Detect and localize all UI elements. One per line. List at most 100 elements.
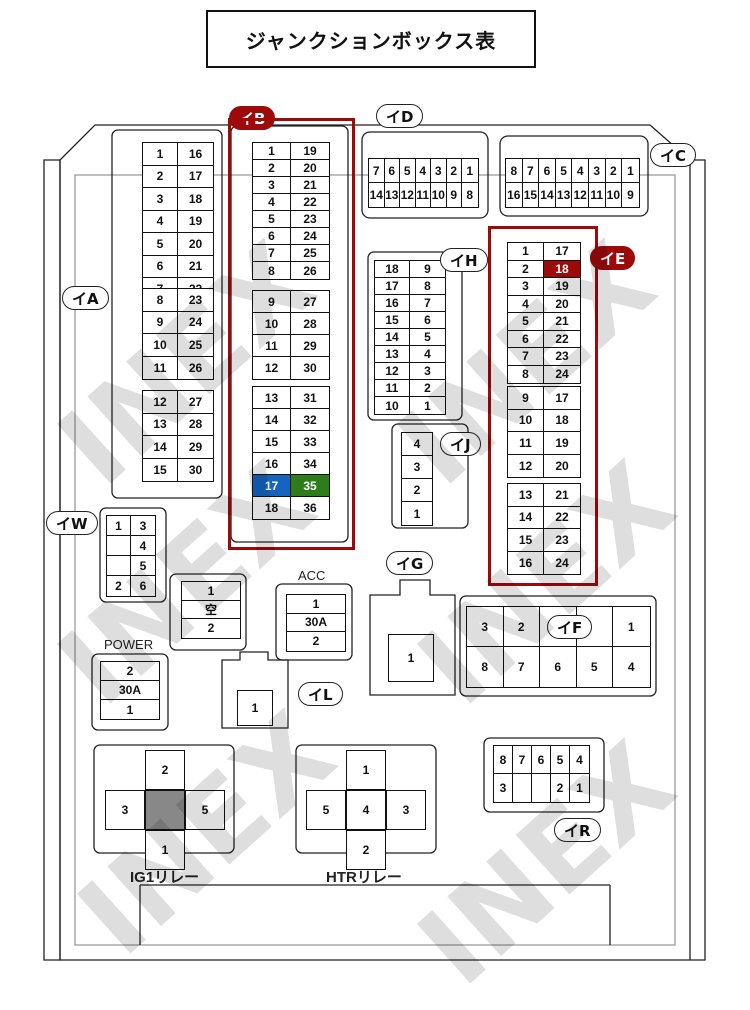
pin-cell: 19 [178, 211, 213, 233]
pin-cell: 11 [416, 183, 431, 207]
htr-relay-pin-left: 5 [306, 790, 346, 830]
pin-cell: 20 [178, 233, 213, 256]
pin-cell: 11 [508, 432, 544, 455]
pin-cell: 1 [413, 506, 421, 521]
pin-cell: 1 [462, 159, 478, 183]
pin-cell: 8 [466, 188, 474, 202]
pin-cell: 15 [523, 183, 540, 207]
pin-cell: 36 [303, 501, 317, 515]
ig1-relay-pin-center [145, 790, 185, 830]
pin-cell: 19 [291, 143, 329, 160]
pin-cell: 1 [613, 607, 650, 647]
pin-cell: 11 [375, 380, 410, 397]
pin-cell: 4 [143, 210, 178, 233]
pin-cell: 18 [544, 410, 580, 432]
pin-cell: 2 [207, 621, 215, 636]
pin-cell: 14 [375, 329, 410, 346]
pin-cell: 1 [143, 143, 178, 166]
connector-il: 1 [237, 690, 273, 726]
pin-cell: 16 [508, 551, 544, 574]
pin-cell: 16 [178, 143, 213, 166]
connector-ia-group: 116217318419520621722 [142, 142, 214, 302]
pin-cell: 21 [291, 177, 329, 194]
pin-cell: 20 [555, 458, 569, 473]
connector-label-if: イF [547, 615, 593, 639]
pin-cell: 23 [544, 529, 580, 552]
pin-cell: 14 [539, 183, 556, 207]
pin-cell: 2 [503, 607, 540, 647]
pin-cell: 13 [385, 183, 400, 207]
pin-cell: 3 [131, 516, 155, 536]
pin-cell: 19 [544, 278, 580, 296]
pin-cell: 12 [572, 183, 589, 207]
pin-cell: 16 [253, 453, 291, 475]
pin-cell: 30 [188, 462, 203, 477]
pin-cell: 19 [544, 432, 580, 455]
pin-cell: 1 [508, 243, 544, 261]
pin-cell: 15 [253, 431, 291, 453]
pin-cell: 31 [291, 387, 329, 409]
pin-cell: 12 [400, 183, 416, 207]
pin-cell: 8 [143, 289, 178, 312]
pin-cell: 33 [291, 431, 329, 453]
pin-cell: 14 [369, 183, 385, 207]
pin-cell: 4 [508, 295, 544, 313]
pin-cell: 23 [178, 289, 213, 312]
pin-cell: 10 [606, 183, 623, 207]
htr-relay-pin-center: 4 [346, 790, 386, 830]
pin-cell: 26 [303, 263, 317, 278]
pin-cell: 12 [375, 363, 410, 380]
pin-cell: 22 [544, 331, 580, 348]
pin-cell: 7 [504, 647, 540, 687]
pin-cell: 11 [143, 356, 178, 379]
connector-label-ij: イJ [440, 432, 481, 456]
pin-cell: 22 [544, 507, 580, 529]
pin-cell: 9 [410, 261, 445, 278]
pin-cell: 16 [506, 183, 523, 207]
pin-cell: 13 [375, 346, 410, 363]
pin-cell: 13 [253, 387, 291, 409]
pin-cell: 5 [555, 159, 573, 183]
connector-label-ib: イB [229, 106, 276, 130]
pin-cell: 2 [143, 165, 178, 188]
pin-cell: 1 [424, 398, 431, 413]
connector-label-ie: イE [590, 246, 636, 270]
pin-cell: 3 [467, 607, 504, 647]
pin-cell: 20 [544, 296, 580, 313]
connector-label-ia: イA [62, 286, 109, 310]
pin-cell: 6 [539, 159, 556, 183]
pin-cell: 9 [627, 188, 634, 202]
pin-cell: 20 [291, 160, 329, 177]
pin-cell: 15 [508, 529, 544, 552]
pin-cell: 17 [544, 387, 580, 410]
pin-cell: 25 [178, 334, 213, 357]
pin-cell: 32 [291, 409, 329, 431]
pin-cell [532, 774, 551, 802]
ig1-relay-pin-right: 5 [185, 790, 225, 830]
pin-cell: 18 [253, 497, 291, 519]
ig1-relay-pin-left: 3 [105, 790, 145, 830]
pin-cell: 13 [508, 484, 544, 507]
pin-cell: 30A [101, 681, 159, 700]
htr-relay-pin-right: 3 [386, 790, 426, 830]
pin-cell: 3 [588, 159, 606, 183]
pin-cell: 3 [431, 159, 447, 183]
pin-cell: 空 [182, 601, 240, 619]
pin-cell: 2 [312, 634, 320, 649]
pin-cell: 3 [508, 278, 544, 296]
pin-cell: 4 [253, 194, 291, 211]
pin-cell: 8 [467, 647, 504, 687]
pin-cell: 1 [126, 702, 134, 717]
pin-cell: 1 [251, 701, 259, 715]
pin-cell: 4 [572, 159, 589, 183]
pin-cell: 5 [253, 211, 291, 228]
pin-cell: 29 [291, 335, 329, 357]
pin-cell: 18 [375, 261, 410, 278]
pin-cell: 7 [410, 295, 445, 312]
